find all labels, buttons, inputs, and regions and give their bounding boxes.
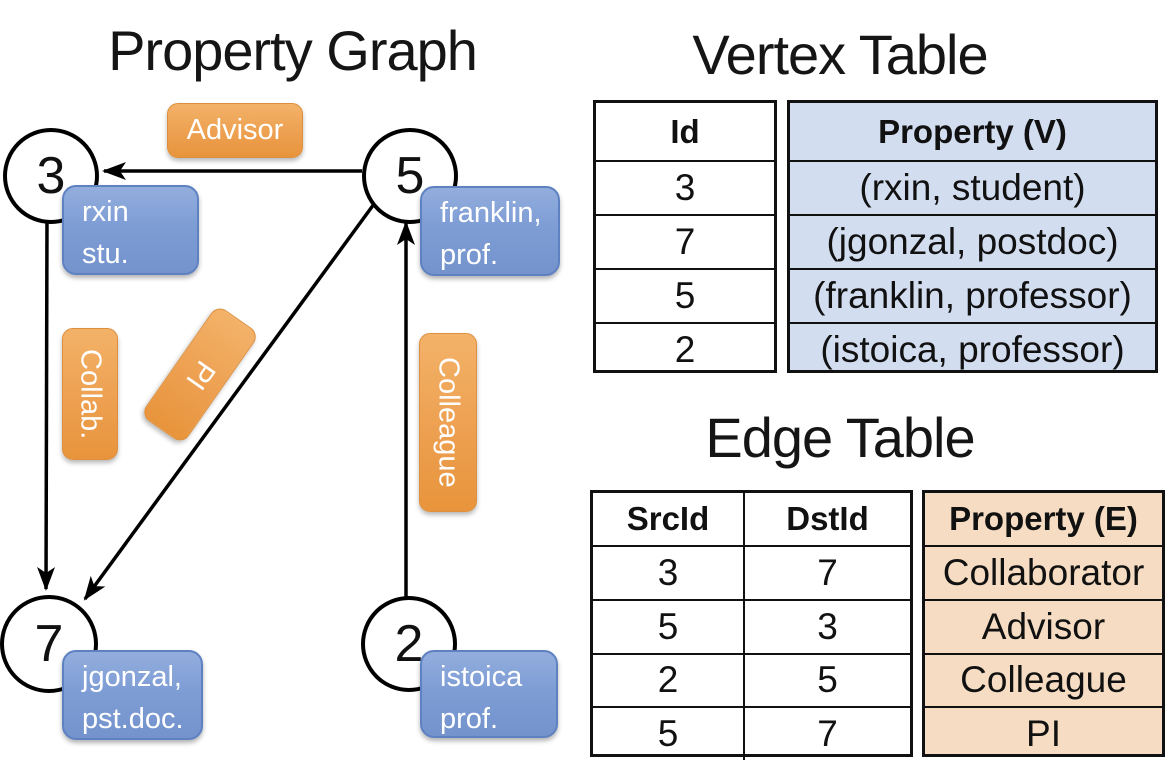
table-cell: 7 (596, 214, 774, 268)
table-cell: 3 (593, 545, 743, 599)
edge-table-property-column: Property (E) Collaborator Advisor Collea… (922, 490, 1165, 757)
property-line: rxin (82, 196, 129, 228)
property-line: istoica (440, 661, 523, 693)
property-line: stu. (82, 238, 129, 270)
table-cell: 5 (593, 598, 743, 653)
vertex-table-id-column: Id 3 7 5 2 (593, 100, 777, 373)
vertex-property-label-3: rxin stu. (62, 185, 199, 275)
edge-table-id-columns: SrcId DstId 3 7 5 3 2 5 5 7 (590, 490, 913, 760)
table-cell: 2 (596, 322, 774, 376)
property-line: prof. (440, 239, 499, 271)
table-cell: Colleague (925, 652, 1162, 707)
table-cell: 7 (743, 545, 910, 599)
edge-table-title: Edge Table (705, 406, 975, 469)
table-cell: 5 (743, 652, 910, 707)
table-cell: 7 (743, 706, 910, 760)
property-line: pst.doc. (82, 703, 184, 735)
table-cell: 5 (593, 706, 743, 760)
vertex-id: 2 (394, 615, 424, 673)
vertex-property-label-7: jgonzal, pst.doc. (62, 650, 203, 740)
vertex-table-title: Vertex Table (692, 23, 988, 86)
table-cell: PI (925, 706, 1162, 760)
vertex-id: 3 (36, 147, 66, 205)
vertex-table-header-id: Id (670, 112, 700, 150)
property-graph-title: Property Graph (108, 19, 478, 82)
property-line: franklin, (440, 197, 542, 229)
graph-edges (37, 162, 415, 601)
table-cell: 2 (593, 652, 743, 707)
vertex-id: 5 (395, 147, 425, 205)
property-line: jgonzal, (82, 661, 182, 693)
edge-label-colleague: Colleague (419, 333, 477, 512)
table-cell: (istoica, professor) (790, 322, 1155, 376)
table-cell: 3 (596, 160, 774, 214)
table-cell: 3 (743, 598, 910, 653)
edge-table-header-dstid: DstId (743, 493, 910, 545)
vertex-table-header-property: Property (V) (878, 112, 1067, 150)
table-cell: (franklin, professor) (790, 268, 1155, 322)
vertex-id: 7 (34, 615, 64, 673)
edge-3-to-7 (37, 216, 56, 591)
vertex-property-label-5: franklin, prof. (420, 186, 560, 276)
edge-table-header-srcid: SrcId (626, 500, 710, 537)
table-cell: (jgonzal, postdoc) (790, 214, 1155, 268)
table-cell: Collaborator (925, 545, 1162, 599)
table-cell: Advisor (925, 598, 1162, 653)
edge-label-advisor: Advisor (167, 103, 303, 158)
edge-table-header-property: Property (E) (949, 500, 1138, 537)
table-cell: (rxin, student) (790, 160, 1155, 214)
vertex-node-2: 2 (361, 596, 457, 692)
table-cell: 5 (596, 268, 774, 322)
vertex-table-property-column: Property (V) (rxin, student) (jgonzal, p… (787, 100, 1158, 373)
vertex-node-5: 5 (362, 128, 458, 224)
edge-label-collab: Collab. (62, 328, 118, 460)
vertex-property-label-2: istoica prof. (420, 650, 558, 738)
edge-5-to-7 (83, 202, 376, 601)
property-line: prof. (440, 703, 499, 735)
